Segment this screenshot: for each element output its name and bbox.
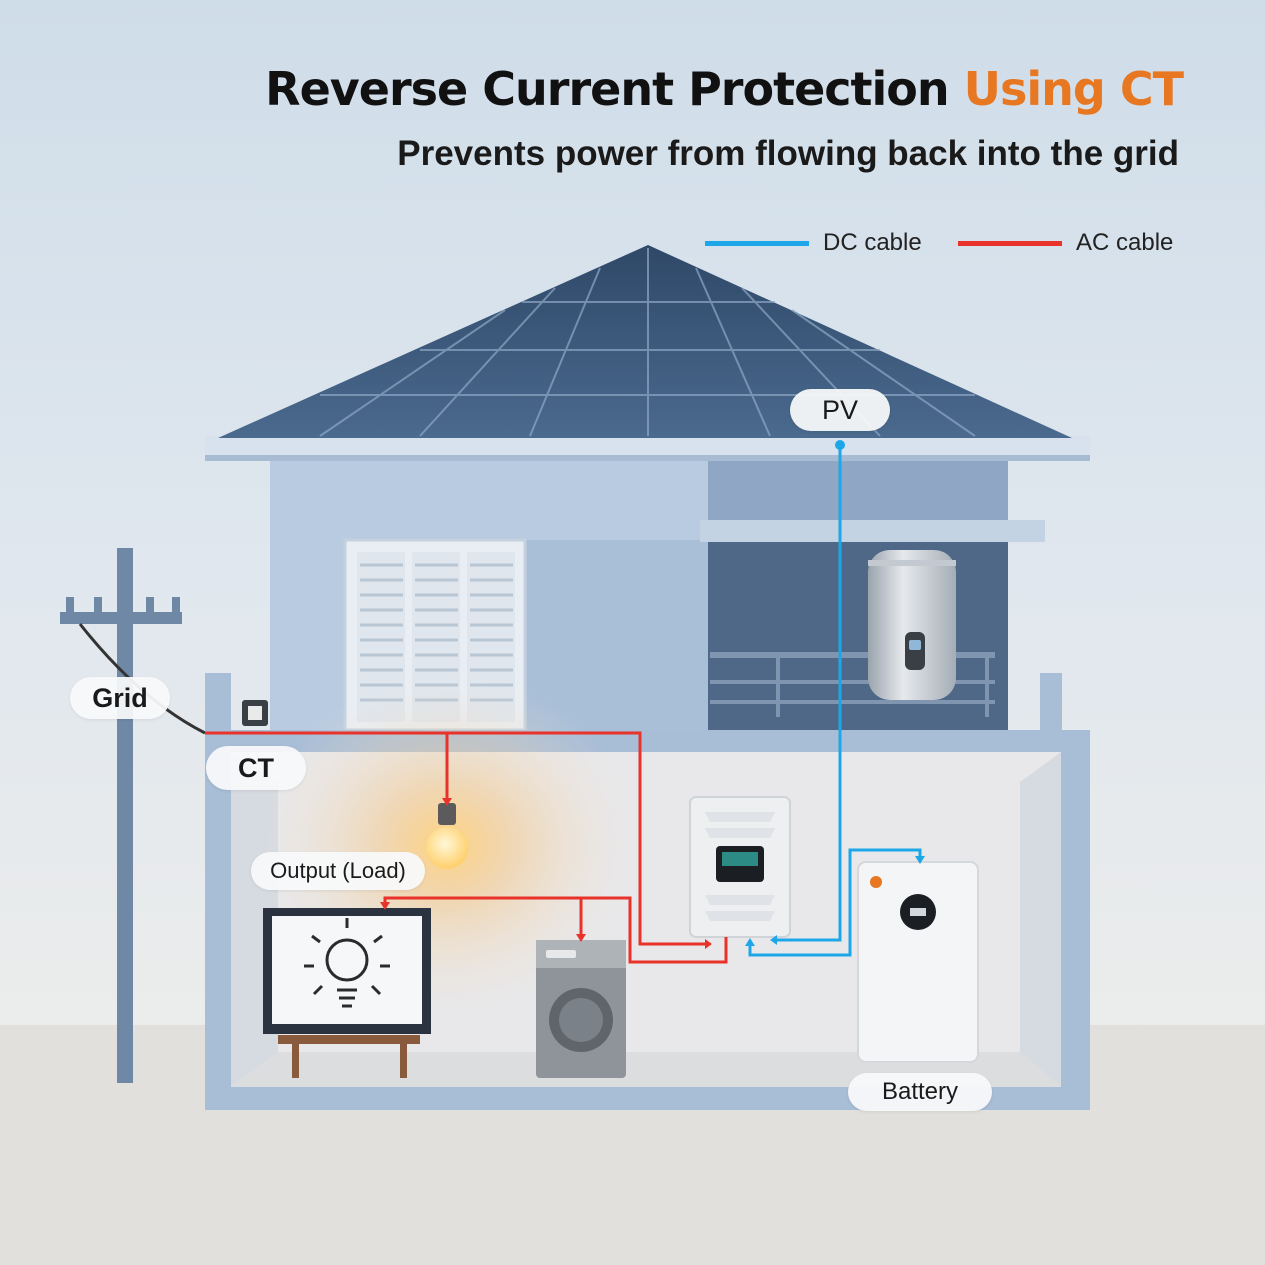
ct-clamp — [242, 700, 268, 726]
legend-ac-label: AC cable — [1076, 229, 1173, 257]
battery-unit — [858, 862, 978, 1062]
pv-connection-point — [835, 440, 845, 450]
water-heater — [868, 550, 956, 700]
label-battery: Battery — [848, 1073, 992, 1111]
label-output-load: Output (Load) — [251, 852, 425, 890]
legend-ac-cable: AC cable — [958, 229, 1173, 257]
legend-dc-label: DC cable — [823, 229, 922, 257]
page-title: Reverse Current Protection Using CT — [265, 62, 1183, 116]
title-accent: Using CT — [964, 62, 1183, 116]
label-grid: Grid — [70, 677, 170, 719]
label-pv: PV — [790, 389, 890, 431]
title-main: Reverse Current Protection — [265, 62, 964, 116]
legend-dc-swatch — [705, 241, 809, 246]
legend-ac-swatch — [958, 241, 1062, 246]
page-subtitle: Prevents power from flowing back into th… — [397, 134, 1179, 174]
washing-machine — [536, 940, 626, 1078]
legend-dc-cable: DC cable — [705, 229, 922, 257]
label-ct: CT — [206, 746, 306, 790]
inverter — [690, 797, 790, 937]
